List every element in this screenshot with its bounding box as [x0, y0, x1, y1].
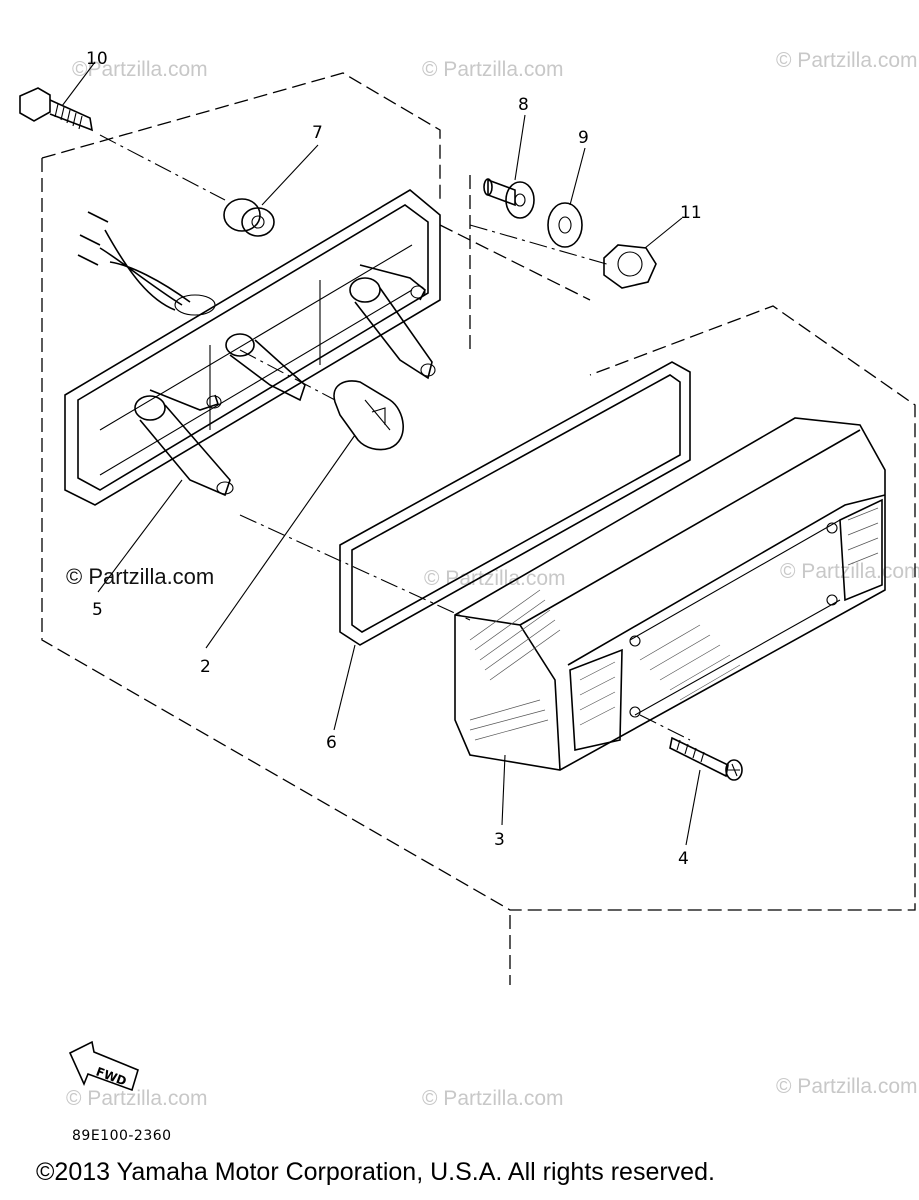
grommet-part-7 [223, 198, 275, 237]
callout-6: 6 [326, 733, 337, 753]
leader-line-4 [685, 769, 701, 846]
watermark-top-right: © Partzilla.com [776, 49, 918, 72]
callout-8: 8 [518, 95, 529, 115]
leader-line-5 [97, 479, 183, 593]
watermark-mid-right: © Partzilla.com [780, 560, 919, 583]
watermark-top-center: © Partzilla.com [422, 58, 564, 81]
collar-part-8 [483, 178, 535, 219]
watermark-bottom-center: © Partzilla.com [422, 1087, 564, 1110]
watermark-top-left: ©Partzilla.com [72, 58, 208, 81]
housing-part-5 [64, 189, 441, 506]
alignment-line-bolt [99, 134, 226, 201]
leader-line-10 [61, 61, 96, 107]
assembly-boundary-left [41, 72, 916, 911]
copyright-notice: ©2013 Yamaha Motor Corporation, U.S.A. A… [36, 1158, 715, 1186]
nut-part-11 [603, 244, 657, 289]
watermark-bottom-right: © Partzilla.com [776, 1075, 918, 1098]
leader-line-3 [501, 754, 506, 826]
leader-line-7 [261, 144, 319, 206]
assembly-boundary-inner [439, 224, 591, 301]
alignment-line-lens [239, 514, 471, 621]
alignment-line-screw [639, 714, 691, 741]
lens-part-3 [454, 417, 886, 771]
leader-line-9 [569, 147, 586, 206]
callout-2: 2 [200, 657, 211, 677]
bolt-part-10 [19, 87, 94, 132]
watermark-mid-left: © Partzilla.com [66, 564, 214, 589]
callout-9: 9 [578, 128, 589, 148]
leader-line-11 [644, 217, 683, 249]
leader-line-6 [333, 644, 356, 731]
screw-part-4 [669, 736, 743, 781]
gasket-part-6 [339, 361, 691, 646]
alignment-line-bulb [239, 349, 336, 401]
watermark-bottom-left: © Partzilla.com [66, 1087, 208, 1110]
fwd-label: FWD [94, 1065, 128, 1089]
callout-11: 11 [680, 203, 702, 223]
watermark-mid-center: © Partzilla.com [424, 567, 566, 590]
part-code: 89E100-2360 [72, 1128, 172, 1144]
callout-3: 3 [494, 830, 505, 850]
callout-7: 7 [312, 123, 323, 143]
leader-line-2 [205, 434, 356, 649]
bulb-part-2 [333, 380, 404, 451]
callout-5: 5 [92, 600, 103, 620]
fwd-arrow-icon: FWD [68, 1040, 139, 1092]
callout-10: 10 [86, 49, 108, 69]
leader-line-8 [514, 114, 526, 181]
washer-part-9 [547, 202, 583, 248]
callout-4: 4 [678, 849, 689, 869]
alignment-line-nut [469, 224, 611, 266]
